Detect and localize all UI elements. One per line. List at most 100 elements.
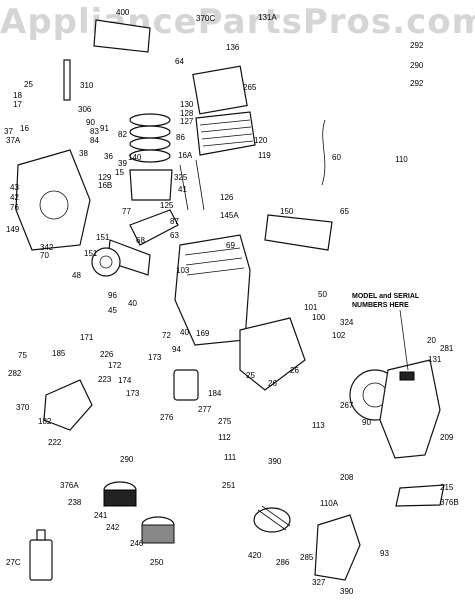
part-number: 45 <box>108 306 117 315</box>
part-number: 16 <box>20 124 29 133</box>
part-number: 37 <box>4 127 13 136</box>
part-number: 103 <box>176 266 190 275</box>
part-number: 120 <box>254 136 268 145</box>
part-number: 281 <box>440 344 454 353</box>
part-number: 113 <box>312 421 325 430</box>
part-number: 173 <box>126 389 140 398</box>
part-number: 125 <box>160 201 174 210</box>
part-number: 40 <box>180 328 189 337</box>
part-number: 420 <box>248 551 262 560</box>
part-number: 25 <box>246 371 255 380</box>
part-number: 282 <box>8 369 22 378</box>
part-number: 48 <box>72 271 81 280</box>
part-number: 184 <box>208 389 222 398</box>
part-number: 90 <box>362 418 371 427</box>
part-number: 18 <box>13 91 22 100</box>
part-number: 64 <box>175 57 184 66</box>
part-number: 41 <box>178 185 187 194</box>
part-number: 110A <box>320 499 339 508</box>
part-number: 136 <box>226 43 240 52</box>
part-number: 324 <box>340 318 354 327</box>
part-number: 226 <box>100 350 114 359</box>
part-number: 129 <box>98 173 112 182</box>
part-number: 290 <box>410 61 424 70</box>
callout-line-1: MODEL and SERIAL <box>352 293 420 300</box>
callout-line-2: NUMBERS HERE <box>352 302 409 309</box>
part-number: 390 <box>340 587 354 596</box>
part-number: 102 <box>332 331 346 340</box>
part-number: 276 <box>160 413 174 422</box>
part-number: 242 <box>106 523 120 532</box>
part-number: 131 <box>428 355 442 364</box>
part-number: 27C <box>6 558 21 567</box>
part-number: 267 <box>340 401 354 410</box>
part-number: 36 <box>104 152 113 161</box>
part-number: 68 <box>136 236 145 245</box>
part-number: 50 <box>318 290 327 299</box>
part-number: 26 <box>268 379 277 388</box>
part-number: 70 <box>40 251 49 260</box>
part-number: 84 <box>90 136 99 145</box>
part-number: 130 <box>180 100 194 109</box>
part-number: 376B <box>440 498 459 507</box>
part-number: 38 <box>79 149 88 158</box>
part-number: 128 <box>180 109 194 118</box>
part-number: 400 <box>116 8 130 17</box>
part-number: 42 <box>10 193 19 202</box>
part-number: 40 <box>128 299 137 308</box>
part-number: 145A <box>220 211 239 220</box>
part-number: 87 <box>170 217 179 226</box>
part-number: 277 <box>198 405 212 414</box>
part-number: 251 <box>222 481 236 490</box>
part-number: 208 <box>340 473 354 482</box>
part-number: 370 <box>16 403 30 412</box>
part-number: 101 <box>304 303 318 312</box>
part-number: 43 <box>10 183 19 192</box>
part-number: 172 <box>108 361 122 370</box>
part-number: 15 <box>115 168 124 177</box>
part-number: 65 <box>340 207 349 216</box>
part-number: 182 <box>38 417 52 426</box>
part-number: 111 <box>224 453 237 462</box>
part-number: 150 <box>280 207 294 216</box>
part-number: 110 <box>395 155 408 164</box>
part-number: 241 <box>94 511 108 520</box>
part-number: 185 <box>52 349 66 358</box>
part-number: 390 <box>268 457 282 466</box>
part-number: 112 <box>218 433 231 442</box>
part-number: 376A <box>60 481 79 490</box>
part-number: 151 <box>84 249 98 258</box>
part-number: 209 <box>440 433 454 442</box>
part-number: 39 <box>118 159 127 168</box>
part-number: 290 <box>120 455 134 464</box>
part-number: 72 <box>162 331 171 340</box>
part-number: 173 <box>148 353 162 362</box>
part-labels: 400 370C 131A 64 136 292 290 292 310 265… <box>4 8 459 596</box>
model-serial-callout: MODEL and SERIAL NUMBERS HERE <box>352 293 420 371</box>
part-number: 238 <box>68 498 82 507</box>
part-number: 20 <box>427 336 436 345</box>
part-number: 90 <box>86 118 95 127</box>
part-number: 169 <box>196 329 210 338</box>
part-number: 285 <box>300 553 314 562</box>
part-number: 222 <box>48 438 62 447</box>
part-number: 342 <box>40 243 54 252</box>
part-number: 265 <box>243 83 257 92</box>
part-number: 327 <box>312 578 326 587</box>
part-number: 75 <box>18 351 27 360</box>
part-number: 63 <box>170 231 179 240</box>
part-number: 93 <box>380 549 389 558</box>
part-number: 250 <box>150 558 164 567</box>
parts-artwork <box>15 19 445 581</box>
part-number: 215 <box>440 483 454 492</box>
part-number: 60 <box>332 153 341 162</box>
part-number: 275 <box>218 417 232 426</box>
part-number: 292 <box>410 79 424 88</box>
part-number: 126 <box>220 193 234 202</box>
part-number: 100 <box>312 313 326 322</box>
part-number: 131A <box>258 13 277 22</box>
part-number: 370C <box>196 14 215 23</box>
part-number: 149 <box>6 225 20 234</box>
part-number: 82 <box>118 130 127 139</box>
